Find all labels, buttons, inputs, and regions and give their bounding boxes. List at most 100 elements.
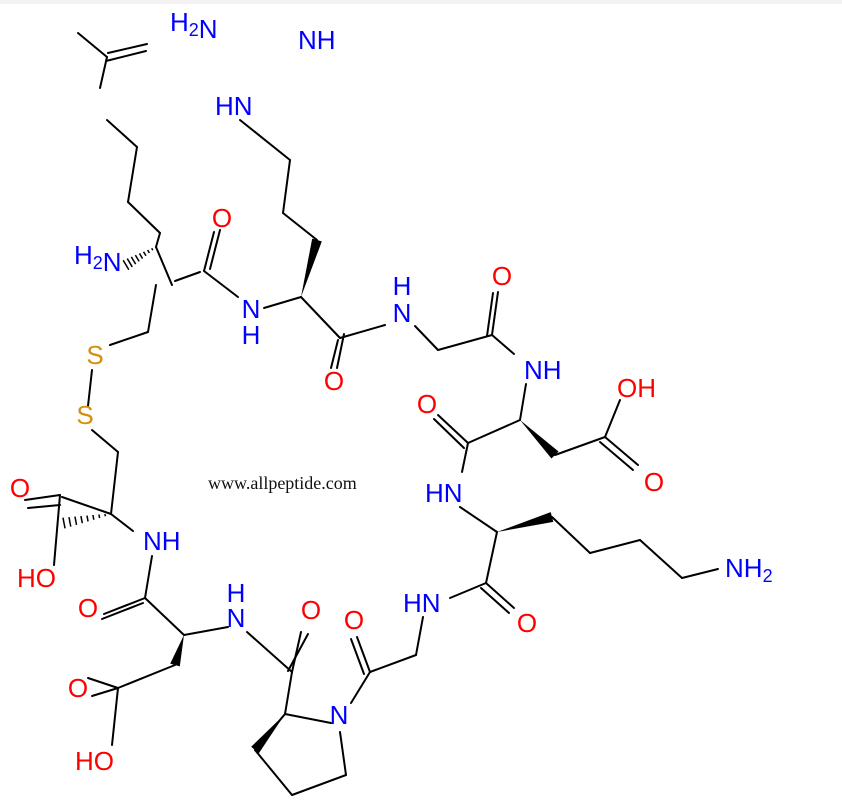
bond-line bbox=[459, 506, 498, 533]
bond-line bbox=[110, 513, 134, 532]
bond-line bbox=[127, 201, 161, 234]
atom-label-asp1-oh: OH bbox=[617, 373, 656, 403]
bond-line bbox=[449, 582, 487, 599]
wedge-bond bbox=[170, 635, 184, 667]
bond-line bbox=[91, 429, 119, 453]
bond-line bbox=[291, 631, 302, 673]
atom-label-cys2-oh: HO bbox=[17, 563, 56, 593]
atom-label-gly2-hn: HN bbox=[403, 588, 441, 618]
bond-line bbox=[437, 334, 493, 351]
bond-line bbox=[282, 159, 291, 214]
bond-line bbox=[155, 232, 161, 248]
atom-label-gly2-o: O bbox=[344, 605, 364, 635]
bond-line bbox=[350, 671, 371, 704]
bond-line bbox=[330, 339, 339, 369]
atom-label-asp1-nh: NH bbox=[524, 355, 562, 385]
bond-line bbox=[203, 270, 239, 298]
atom-label-lys-hn: HN bbox=[425, 478, 463, 508]
atom-label-cys2-nh: NH bbox=[143, 526, 181, 556]
bond-line bbox=[110, 451, 119, 515]
bond-line bbox=[485, 582, 515, 609]
bond-line bbox=[99, 56, 108, 89]
bond-line bbox=[339, 324, 386, 339]
wedge-bond bbox=[251, 714, 285, 754]
atom-label-arg-o: O bbox=[324, 366, 344, 396]
atom-label-lys-o: O bbox=[517, 608, 537, 638]
bond-line bbox=[106, 119, 138, 148]
bond-line bbox=[282, 212, 318, 241]
wedge-bond bbox=[520, 420, 559, 459]
atom-label-pro-n: N bbox=[330, 700, 349, 730]
atom-label-gly1-nh: N bbox=[393, 298, 412, 328]
bond-line bbox=[144, 555, 153, 599]
atom-label-asp2-o2: O bbox=[68, 673, 88, 703]
bond-line bbox=[155, 246, 173, 286]
bond-line bbox=[239, 119, 291, 161]
bond-line bbox=[415, 616, 424, 656]
bond-line bbox=[519, 383, 527, 421]
bond-line bbox=[414, 325, 439, 351]
atom-label-s2: S bbox=[76, 400, 93, 430]
atom-label-pro-o: O bbox=[301, 595, 321, 625]
wedge-bond bbox=[301, 238, 322, 297]
bond-line bbox=[589, 539, 641, 554]
atom-label-s1: S bbox=[86, 340, 103, 370]
bond-line bbox=[369, 654, 417, 673]
bond-line bbox=[203, 231, 215, 272]
bond-line bbox=[433, 418, 465, 449]
bond-line bbox=[639, 539, 683, 579]
bond-line bbox=[91, 687, 119, 697]
atom-label-asp2-nh: N bbox=[227, 603, 246, 633]
bond-line bbox=[599, 441, 634, 471]
bond-line bbox=[336, 333, 345, 369]
atom-label-gly1-nh-h: H bbox=[393, 271, 412, 301]
atom-label-asp1-o: O bbox=[417, 389, 437, 419]
bond-line bbox=[87, 369, 93, 407]
bond-line bbox=[467, 419, 521, 444]
bond-line bbox=[77, 32, 108, 58]
bond-line bbox=[681, 568, 719, 579]
bond-line bbox=[604, 399, 621, 438]
bond-line bbox=[53, 494, 61, 566]
bond-line bbox=[103, 597, 146, 615]
hashed-bond bbox=[122, 246, 157, 271]
bond-line bbox=[350, 638, 365, 675]
atom-label-cys1-nh2: H2N bbox=[74, 240, 122, 277]
bond-line bbox=[284, 671, 293, 715]
bond-line bbox=[105, 50, 147, 62]
bond-line bbox=[27, 504, 61, 509]
bond-line bbox=[246, 631, 293, 673]
atom-label-asp2-o: O bbox=[78, 593, 98, 623]
bond-line bbox=[209, 229, 221, 270]
atom-label-lys-nh2: NH2 bbox=[725, 553, 773, 586]
atom-label-arg-nh: N bbox=[242, 294, 261, 324]
atom-label-guan-nh2: H2N bbox=[170, 7, 218, 44]
atom-label-arg-nh-h: H bbox=[242, 320, 261, 350]
bond-layer bbox=[24, 32, 719, 796]
bond-line bbox=[287, 633, 309, 672]
bond-line bbox=[486, 292, 494, 337]
bond-line bbox=[183, 626, 229, 636]
bond-line bbox=[461, 442, 469, 473]
atom-label-cys2-o: O bbox=[10, 473, 30, 503]
atom-label-cys1-o: O bbox=[212, 203, 232, 233]
atom-label-asp2-nh-h: H bbox=[227, 578, 246, 608]
bond-line bbox=[174, 271, 201, 282]
atom-label-guan-nh: NH bbox=[298, 25, 336, 55]
bond-line bbox=[551, 516, 591, 554]
atom-label-guan-hn: HN bbox=[215, 91, 253, 121]
bond-line bbox=[480, 587, 510, 614]
bond-line bbox=[101, 602, 144, 620]
bond-line bbox=[109, 331, 149, 346]
atom-label-asp2-oh: HO bbox=[75, 746, 114, 776]
watermark-text: www.allpeptide.com bbox=[208, 473, 357, 493]
atom-label-asp1-o2: O bbox=[644, 467, 664, 497]
hashed-bond bbox=[62, 513, 112, 529]
bond-line bbox=[144, 597, 185, 636]
bond-line bbox=[437, 414, 469, 444]
bond-line bbox=[339, 731, 347, 776]
bond-line bbox=[485, 531, 498, 584]
bond-line bbox=[107, 43, 148, 54]
